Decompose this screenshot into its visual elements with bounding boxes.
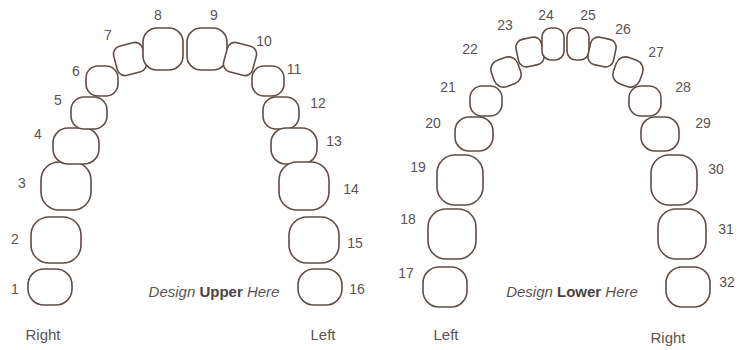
- tooth-outline: [651, 155, 697, 205]
- tooth-outline: [298, 269, 342, 305]
- tooth-number: 22: [462, 42, 478, 57]
- tooth-outline: [428, 209, 476, 259]
- design-prompt: Design Lower Here: [506, 284, 638, 301]
- side-label: Left: [433, 327, 458, 344]
- design-prompt: Design Upper Here: [149, 284, 280, 301]
- tooth-outline: [666, 267, 710, 307]
- tooth-outline: [514, 36, 545, 69]
- tooth-number: 9: [210, 8, 218, 23]
- tooth-number: 17: [398, 266, 414, 281]
- tooth-number: 28: [675, 80, 691, 95]
- tooth-outline: [252, 66, 284, 96]
- tooth-number: 19: [410, 160, 426, 175]
- tooth-outline: [586, 36, 617, 69]
- tooth-number: 12: [310, 96, 326, 111]
- tooth-number: 25: [580, 8, 596, 23]
- tooth-outline: [187, 28, 227, 70]
- tooth-outline: [567, 28, 589, 60]
- tooth-outline: [289, 217, 339, 263]
- tooth-number: 7: [104, 28, 112, 43]
- tooth-number: 23: [497, 18, 513, 33]
- tooth-outline: [31, 217, 81, 263]
- tooth-number: 31: [718, 222, 734, 237]
- tooth-number: 32: [719, 275, 735, 290]
- tooth-number: 15: [347, 236, 363, 251]
- tooth-number: 21: [440, 80, 456, 95]
- side-label: Left: [310, 327, 335, 344]
- tooth-outline: [71, 97, 107, 129]
- tooth-number: 6: [72, 64, 80, 79]
- tooth-outline: [143, 28, 183, 70]
- tooth-outline: [658, 209, 706, 259]
- tooth-outline: [423, 267, 467, 307]
- tooth-outline: [53, 128, 99, 164]
- tooth-outline: [455, 117, 493, 151]
- side-label: Right: [25, 327, 60, 344]
- tooth-number: 30: [708, 162, 724, 177]
- tooth-outline: [542, 28, 564, 60]
- tooth-number: 20: [425, 116, 441, 131]
- tooth-outline: [470, 86, 502, 116]
- tooth-number: 2: [11, 232, 19, 247]
- tooth-number: 26: [615, 22, 631, 37]
- tooth-number: 11: [287, 62, 302, 77]
- tooth-outline: [437, 155, 483, 205]
- tooth-number: 29: [695, 116, 711, 131]
- tooth-outline: [610, 54, 646, 90]
- tooth-outline: [641, 117, 679, 151]
- tooth-number: 10: [256, 34, 272, 49]
- tooth-number: 8: [154, 8, 162, 23]
- tooth-number: 14: [343, 182, 359, 197]
- tooth-number: 5: [54, 93, 62, 108]
- tooth-outline: [629, 86, 661, 116]
- tooth-number: 16: [349, 282, 365, 297]
- tooth-outline: [86, 66, 118, 96]
- tooth-outline: [28, 269, 72, 305]
- tooth-outline: [41, 162, 91, 210]
- tooth-number: 27: [648, 45, 664, 60]
- tooth-number: 3: [18, 176, 26, 191]
- side-label: Right: [650, 330, 685, 347]
- tooth-number: 24: [538, 8, 554, 23]
- tooth-outline: [279, 162, 329, 210]
- tooth-outline: [263, 97, 299, 129]
- tooth-outline: [271, 128, 317, 164]
- tooth-number: 1: [11, 282, 19, 297]
- tooth-number: 4: [34, 127, 42, 142]
- tooth-number: 13: [326, 134, 342, 149]
- tooth-number: 18: [400, 212, 416, 227]
